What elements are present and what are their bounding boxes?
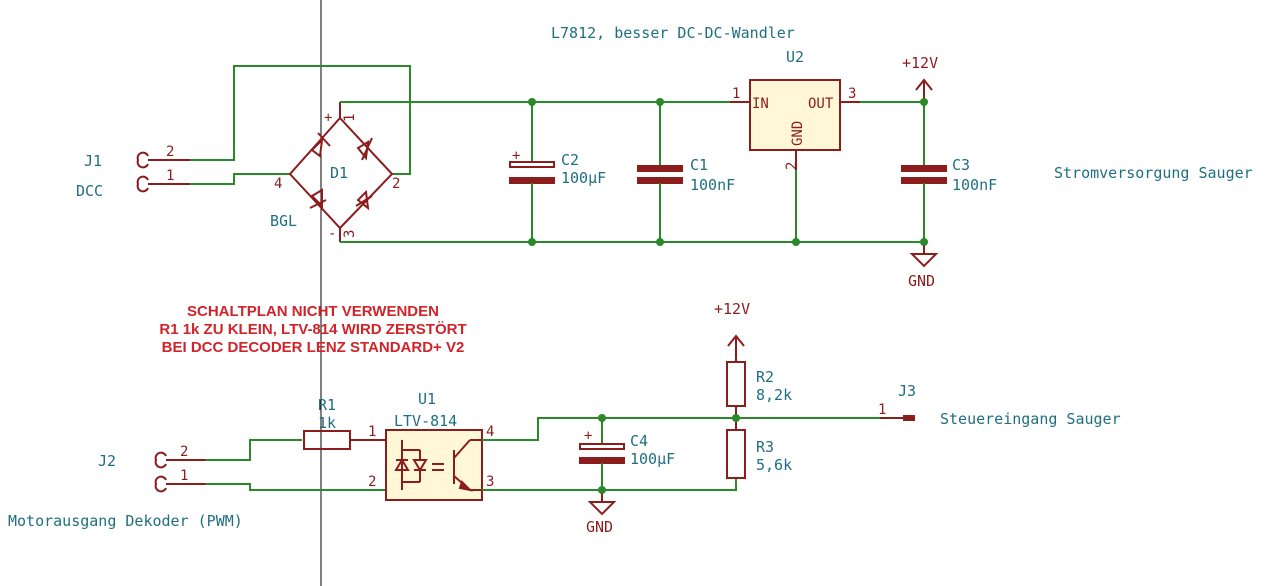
junction-dot: [920, 98, 928, 106]
c2-value: 100µF: [561, 169, 606, 187]
r3-value: 5,6k: [756, 456, 792, 474]
u1-ref: U1: [418, 390, 436, 408]
junction-dot: [528, 238, 536, 246]
u2-pin2: 2: [784, 162, 800, 170]
r1-resistor[interactable]: [303, 430, 386, 450]
r1-value: 1k: [318, 414, 336, 432]
warning-line-3: BEI DCC DECODER LENZ STANDARD+ V2: [162, 339, 465, 356]
vcc-symbol-bottom: [727, 334, 745, 356]
vcc-label-top: +12V: [902, 54, 938, 72]
r1-ref: R1: [318, 396, 336, 414]
u2-pin1: 1: [732, 86, 740, 102]
c2-ref: C2: [561, 151, 579, 169]
r3-ref: R3: [756, 438, 774, 456]
u2-regulator[interactable]: [730, 79, 860, 170]
c4-capacitor[interactable]: +: [579, 418, 625, 490]
u2-in-label: IN: [752, 96, 769, 112]
junction-dot: [792, 238, 800, 246]
d1-value: BGL: [270, 212, 297, 230]
c1-capacitor[interactable]: [637, 102, 683, 242]
junction-dot: [732, 414, 740, 422]
j1-ref: J1: [84, 152, 102, 170]
d1-pin3: 3: [342, 230, 358, 238]
regulator-note: L7812, besser DC-DC-Wandler: [551, 24, 795, 42]
j2-connector[interactable]: [154, 451, 206, 493]
j2-pin2: 2: [180, 444, 188, 460]
wire-j2-pin2: [206, 439, 302, 461]
u1-pin4: 4: [486, 424, 494, 440]
j3-connector[interactable]: [880, 415, 915, 421]
u1-optocoupler[interactable]: [385, 429, 483, 501]
u2-pin3: 3: [848, 86, 856, 102]
wire-j2-pin1: [206, 483, 386, 491]
j3-pin1: 1: [878, 402, 886, 418]
u2-ref: U2: [786, 48, 804, 66]
j3-ref: J3: [898, 382, 916, 400]
j1-pin1: 1: [166, 168, 174, 184]
j1-pin2: 2: [166, 144, 174, 160]
wire-u1-collector: [482, 417, 906, 441]
wire-j1-pin2: [190, 65, 411, 175]
d1-bridge-rectifier[interactable]: [288, 102, 394, 242]
j1-value: DCC: [76, 182, 103, 200]
c1-ref: C1: [690, 156, 708, 174]
u1-pin2: 2: [368, 474, 376, 490]
j1-connector[interactable]: [136, 151, 190, 193]
u2-out-label: OUT: [808, 96, 834, 112]
junction-dot: [656, 98, 664, 106]
d1-pin2: 2: [392, 176, 400, 192]
u1-value: LTV-814: [394, 412, 457, 430]
junction-dot: [598, 486, 606, 494]
gnd-label-top: GND: [908, 272, 935, 290]
c3-ref: C3: [952, 156, 970, 174]
c3-capacitor[interactable]: [901, 102, 947, 242]
c1-value: 100nF: [690, 176, 735, 194]
d1-plus: +: [324, 110, 332, 126]
c3-value: 100nF: [952, 176, 997, 194]
svg-text:+: +: [512, 148, 520, 164]
d1-pin1: 1: [342, 114, 358, 122]
vcc-label-bottom: +12V: [714, 300, 750, 318]
c4-ref: C4: [630, 432, 648, 450]
gnd-label-bottom: GND: [586, 518, 613, 536]
junction-dot: [598, 414, 606, 422]
svg-text:+: +: [584, 428, 592, 444]
c2-capacitor[interactable]: +: [509, 102, 555, 242]
junction-dot: [528, 98, 536, 106]
u2-gnd-label: GND: [790, 121, 806, 146]
r2-value: 8,2k: [756, 386, 792, 404]
control-section-label: Steuereingang Sauger: [940, 410, 1121, 428]
u1-pin3: 3: [486, 474, 494, 490]
motor-section-label: Motorausgang Dekoder (PWM): [8, 512, 243, 530]
j2-pin1: 1: [180, 468, 188, 484]
d1-minus: -: [328, 226, 336, 242]
junction-dot: [920, 238, 928, 246]
c4-value: 100µF: [630, 450, 675, 468]
power-section-label: Stromversorgung Sauger: [1054, 164, 1253, 182]
r1-u1-pin1: 1: [368, 424, 376, 440]
d1-ref: D1: [330, 164, 348, 182]
j2-ref: J2: [98, 452, 116, 470]
warning-line-1: SCHALTPLAN NICHT VERWENDEN: [187, 303, 439, 320]
r2-ref: R2: [756, 368, 774, 386]
r3-resistor[interactable]: [726, 418, 746, 479]
d1-pin4: 4: [274, 176, 282, 192]
wire-j1-pin1: [190, 173, 290, 185]
wire-u1-emitter: [482, 478, 737, 491]
warning-line-2: R1 1k ZU KLEIN, LTV-814 WIRD ZERSTÖRT: [159, 321, 466, 338]
junction-dot: [656, 238, 664, 246]
